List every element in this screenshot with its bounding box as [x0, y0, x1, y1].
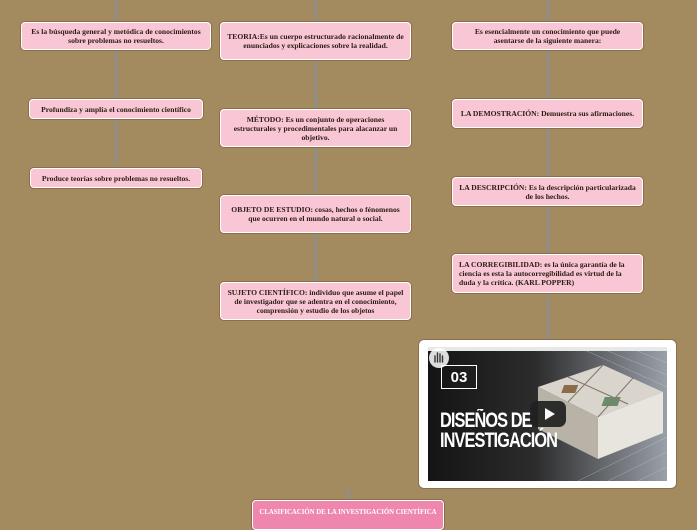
concept-node-text: OBJETO DE ESTUDIO: cosas, hechos o fénom… — [231, 205, 400, 223]
video-embed[interactable]: 03 DISEÑOS DE INVESTIGACIÓN — [419, 340, 676, 488]
play-icon — [544, 408, 555, 420]
video-title-line: DISEÑOS DE — [440, 409, 533, 432]
concept-node[interactable]: Produce teorías sobre problemas no resue… — [30, 168, 202, 188]
concept-node-text: LA CORREGIBILIDAD: es la única garantía … — [459, 260, 625, 287]
play-button[interactable] — [530, 401, 566, 427]
video-title: DISEÑOS DE INVESTIGACIÓN — [440, 409, 558, 452]
video-title-line: INVESTIGACIÓN — [440, 429, 558, 452]
concept-node-text: MÉTODO: Es un conjunto de operaciones es… — [233, 114, 398, 142]
concept-node-text: Produce teorías sobre problemas no resue… — [41, 173, 191, 183]
concept-node[interactable]: Es la búsqueda general y metódica de con… — [21, 22, 211, 50]
connector-right — [547, 0, 550, 340]
concept-node-metodo[interactable]: MÉTODO: Es un conjunto de operaciones es… — [220, 109, 411, 147]
concept-node-text: LA DEMOSTRACIÓN: Demuestra sus afirmacio… — [460, 109, 635, 118]
concept-node-text: Es la búsqueda general y metódica de con… — [31, 27, 201, 45]
concept-node[interactable]: Profundiza y amplía el conocimiento cien… — [29, 99, 203, 119]
house-blueprint-illustration — [428, 347, 667, 481]
connector-left — [115, 0, 118, 165]
concept-node-text: TEORIA:Es un cuerpo estructurado raciona… — [227, 32, 404, 50]
concept-node-demostracion[interactable]: LA DEMOSTRACIÓN: Demuestra sus afirmacio… — [452, 99, 643, 128]
concept-node-text: LA DESCRIPCIÓN: Es la descripción partic… — [459, 182, 636, 201]
connector-bottom — [347, 488, 350, 502]
concept-node-corregibilidad[interactable]: LA CORREGIBILIDAD: es la única garantía … — [452, 254, 643, 293]
concept-node-text: Profundiza y amplía el conocimiento cien… — [41, 104, 191, 114]
root-node-clasificacion[interactable]: CLASIFICACIÓN DE LA INVESTIGACIÓN CIENTÍ… — [252, 500, 444, 530]
hand-logo-icon — [429, 348, 449, 368]
video-thumbnail[interactable]: 03 DISEÑOS DE INVESTIGACIÓN — [428, 347, 667, 481]
concept-node-sujeto[interactable]: SUJETO CIENTÍFICO: individuo que asume e… — [220, 282, 411, 320]
concept-node[interactable]: Es esencialmente un conocimiento que pue… — [452, 22, 643, 50]
concept-node-text: Es esencialmente un conocimiento que pue… — [474, 27, 621, 45]
concept-node-teoria[interactable]: TEORIA:Es un cuerpo estructurado raciona… — [220, 22, 411, 60]
concept-node-text: SUJETO CIENTÍFICO: individuo que asume e… — [227, 287, 404, 315]
concept-node-objeto[interactable]: OBJETO DE ESTUDIO: cosas, hechos o fénom… — [220, 195, 411, 233]
root-node-text: CLASIFICACIÓN DE LA INVESTIGACIÓN CIENTÍ… — [259, 509, 437, 516]
episode-badge: 03 — [441, 365, 477, 389]
concept-node-descripcion[interactable]: LA DESCRIPCIÓN: Es la descripción partic… — [452, 177, 643, 206]
